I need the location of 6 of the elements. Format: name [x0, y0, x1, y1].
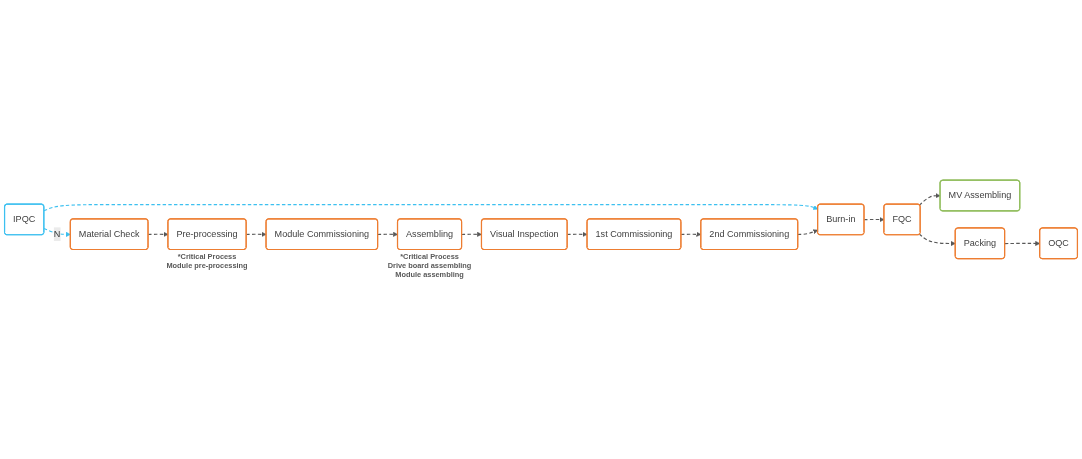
arrow	[918, 233, 956, 246]
edge-label: N	[53, 229, 61, 239]
arrow	[43, 227, 71, 237]
arrow	[43, 204, 819, 212]
arrow	[918, 193, 941, 206]
arrow	[461, 231, 482, 237]
